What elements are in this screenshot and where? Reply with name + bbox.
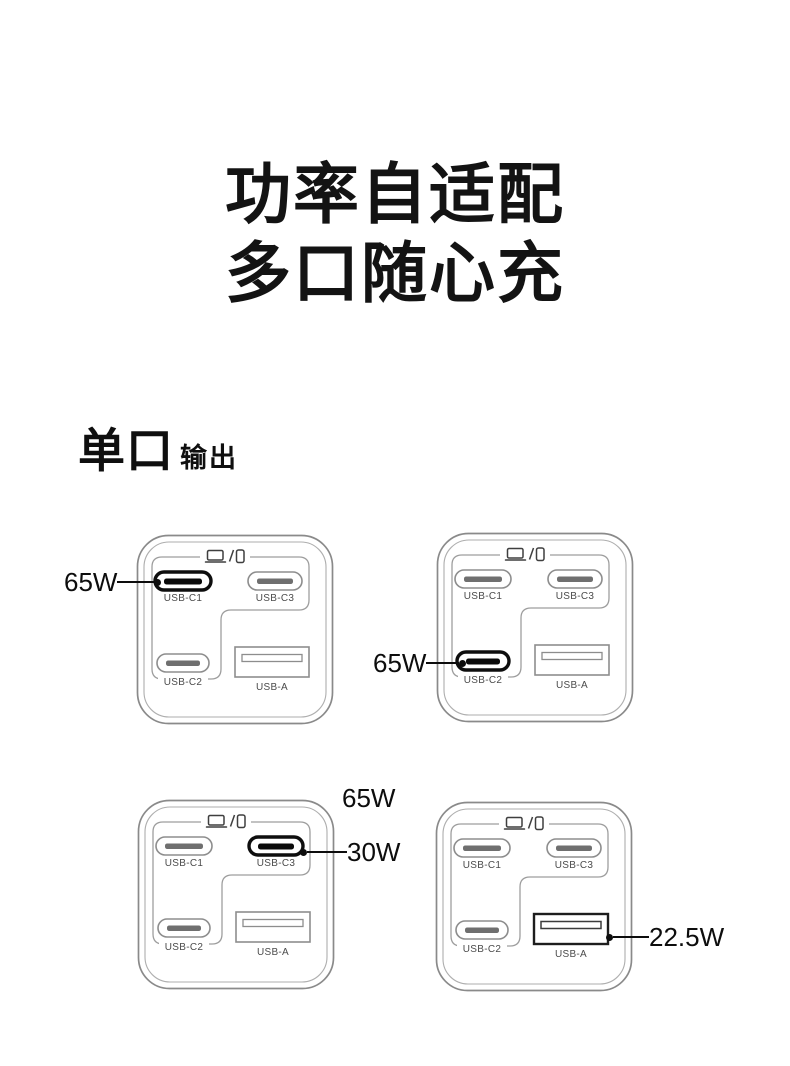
laptop-and-phone-icon bbox=[499, 813, 549, 833]
callout-label: 22.5W bbox=[649, 921, 725, 952]
callout-line bbox=[613, 935, 649, 939]
section-heading-main: 单口 bbox=[78, 424, 174, 477]
usb-a-port bbox=[534, 644, 610, 676]
usb-c1-port bbox=[454, 569, 512, 589]
callout-label: 65W bbox=[373, 647, 427, 678]
charger-diagram-4: USB-C1 USB-C3 USB-C2 USB-A bbox=[435, 801, 633, 994]
callout-30w-usbc3: 30W bbox=[300, 837, 400, 867]
slash-icon bbox=[527, 816, 534, 829]
usb-c3-label: USB-C3 bbox=[555, 860, 594, 871]
callout-dot bbox=[300, 848, 307, 856]
phone-icon bbox=[236, 814, 246, 829]
usb-c2-label: USB-C2 bbox=[463, 944, 502, 955]
usb-c1-label: USB-C1 bbox=[165, 858, 204, 869]
laptop-icon bbox=[505, 816, 523, 828]
callout-65w-usbc1: 65W bbox=[64, 566, 162, 597]
charger-inner-border bbox=[442, 808, 626, 985]
port-region-outline bbox=[152, 821, 311, 945]
usb-c1-label: USB-C1 bbox=[463, 860, 502, 871]
laptop-icon bbox=[206, 549, 224, 561]
slash-icon bbox=[528, 547, 535, 560]
charger-inner-border bbox=[443, 539, 627, 716]
callout-dot bbox=[606, 933, 613, 941]
usb-c3-port bbox=[247, 571, 303, 591]
usb-a-port bbox=[532, 912, 610, 946]
usb-c1-port bbox=[453, 838, 511, 858]
phone-icon bbox=[535, 547, 545, 562]
callout-65w-floating: 65W bbox=[342, 783, 396, 813]
callout-label: 30W bbox=[347, 836, 401, 867]
charger-outer-border bbox=[137, 799, 335, 990]
usb-c1-label: USB-C1 bbox=[164, 593, 203, 604]
usb-c3-label: USB-C3 bbox=[257, 858, 296, 869]
charger-diagram-1: USB-C1 USB-C3 USB-C2 USB-A bbox=[136, 534, 334, 727]
usb-c1-port bbox=[153, 570, 213, 592]
port-region-outline bbox=[151, 556, 310, 680]
section-heading: 单口 输出 bbox=[78, 412, 238, 481]
callout-label: 65W bbox=[64, 566, 118, 597]
charger-outer-border bbox=[136, 534, 334, 725]
port-region-outline bbox=[451, 554, 610, 678]
charger-face-2: USB-C1 USB-C3 USB-C2 USB-A bbox=[436, 532, 634, 723]
title-line-2: 多口随心充 bbox=[225, 236, 565, 310]
charger-inner-border bbox=[144, 806, 328, 983]
phone-icon bbox=[235, 549, 245, 564]
usb-c2-port bbox=[455, 650, 511, 672]
slash-icon bbox=[228, 549, 235, 562]
callout-22.5w-usba: 22.5W bbox=[606, 922, 724, 952]
laptop-icon bbox=[207, 814, 225, 826]
callout-line bbox=[426, 661, 460, 665]
usb-a-label: USB-A bbox=[256, 682, 288, 693]
laptop-icon bbox=[506, 547, 524, 559]
callout-line bbox=[307, 850, 347, 854]
usb-c1-label: USB-C1 bbox=[464, 591, 503, 602]
laptop-and-phone-icon bbox=[200, 546, 250, 566]
usb-c3-port bbox=[546, 838, 602, 858]
usb-c1-port bbox=[155, 836, 213, 856]
phone-icon bbox=[534, 816, 544, 831]
usb-c2-label: USB-C2 bbox=[165, 942, 204, 953]
usb-c3-label: USB-C3 bbox=[556, 591, 595, 602]
usb-c2-port bbox=[156, 653, 210, 673]
charger-outer-border bbox=[436, 532, 634, 723]
charger-diagram-3: USB-C1 USB-C3 USB-C2 USB-A bbox=[137, 799, 335, 992]
charger-diagram-2: USB-C1 USB-C3 USB-C2 USB-A bbox=[436, 532, 634, 725]
charger-face-1: USB-C1 USB-C3 USB-C2 USB-A bbox=[136, 534, 334, 725]
charger-outer-border bbox=[435, 801, 633, 992]
usb-a-label: USB-A bbox=[555, 949, 587, 960]
callout-65w-usbc2: 65W bbox=[373, 647, 467, 678]
callout-dot bbox=[154, 578, 162, 586]
usb-a-label: USB-A bbox=[257, 947, 289, 958]
usb-a-label: USB-A bbox=[556, 680, 588, 691]
page-title: 功率自适配 多口随心充 bbox=[0, 155, 790, 313]
callout-line bbox=[117, 580, 155, 584]
title-line-1: 功率自适配 bbox=[225, 157, 565, 231]
usb-c2-port bbox=[157, 918, 211, 938]
usb-c3-port bbox=[247, 835, 305, 857]
usb-c3-port bbox=[547, 569, 603, 589]
usb-c3-label: USB-C3 bbox=[256, 593, 295, 604]
charger-face-3: USB-C1 USB-C3 USB-C2 USB-A bbox=[137, 799, 335, 990]
port-region-outline bbox=[450, 823, 609, 947]
slash-icon bbox=[229, 814, 236, 827]
usb-c2-port bbox=[455, 920, 509, 940]
charger-inner-border bbox=[143, 541, 327, 718]
usb-a-port bbox=[234, 646, 310, 678]
usb-c2-label: USB-C2 bbox=[464, 675, 503, 686]
section-heading-sub: 输出 bbox=[180, 443, 238, 473]
laptop-and-phone-icon bbox=[500, 544, 550, 564]
callout-dot bbox=[459, 659, 467, 667]
laptop-and-phone-icon bbox=[201, 811, 251, 831]
usb-c2-label: USB-C2 bbox=[164, 677, 203, 688]
charger-face-4: USB-C1 USB-C3 USB-C2 USB-A bbox=[435, 801, 633, 992]
usb-a-port bbox=[235, 911, 311, 943]
